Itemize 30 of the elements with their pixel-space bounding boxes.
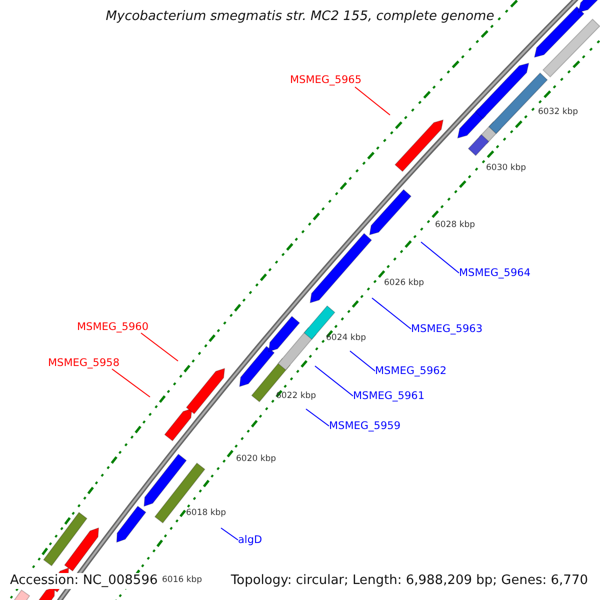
gene-label: MSMEG_5960 (77, 321, 149, 334)
gene-label: MSMEG_5961 (353, 390, 425, 403)
tick-label: 6022 kbp (276, 391, 316, 402)
leader-line (372, 298, 412, 330)
gene-label: MSMEG_5958 (48, 357, 120, 370)
leader-line (314, 366, 354, 396)
leader-line (306, 408, 330, 426)
accession-text: Accession: NC_008596 (8, 573, 160, 589)
leader-line (350, 350, 376, 372)
map-title: Mycobacterium smegmatis str. MC2 155, complete genome (104, 9, 496, 24)
gene-label: algD (238, 534, 262, 547)
tick-label: 6026 kbp (384, 278, 424, 289)
leader-line (354, 86, 390, 116)
tick-label: 6032 kbp (538, 107, 578, 118)
leader-line (220, 528, 238, 540)
genome-info-text: Topology: circular; Length: 6,988,209 bp; Genes: 6,770 (228, 573, 590, 589)
gene-label: MSMEG_5965 (290, 74, 362, 87)
tick-label: 6030 kbp (486, 163, 526, 174)
gene-label: MSMEG_5959 (329, 420, 401, 433)
gene-label: MSMEG_5963 (411, 323, 483, 336)
tick-label: 6018 kbp (186, 508, 226, 519)
gene-label: MSMEG_5962 (375, 365, 447, 378)
leader-line (112, 368, 150, 398)
tick-label: 6020 kbp (236, 454, 276, 465)
leader-line (140, 332, 178, 362)
gene-label: MSMEG_5964 (459, 267, 531, 280)
tick-label: 6028 kbp (435, 220, 476, 231)
tick-label: 6016 kbp (162, 575, 202, 586)
tick-label: 6024 kbp (326, 333, 366, 344)
leader-line (420, 242, 460, 274)
